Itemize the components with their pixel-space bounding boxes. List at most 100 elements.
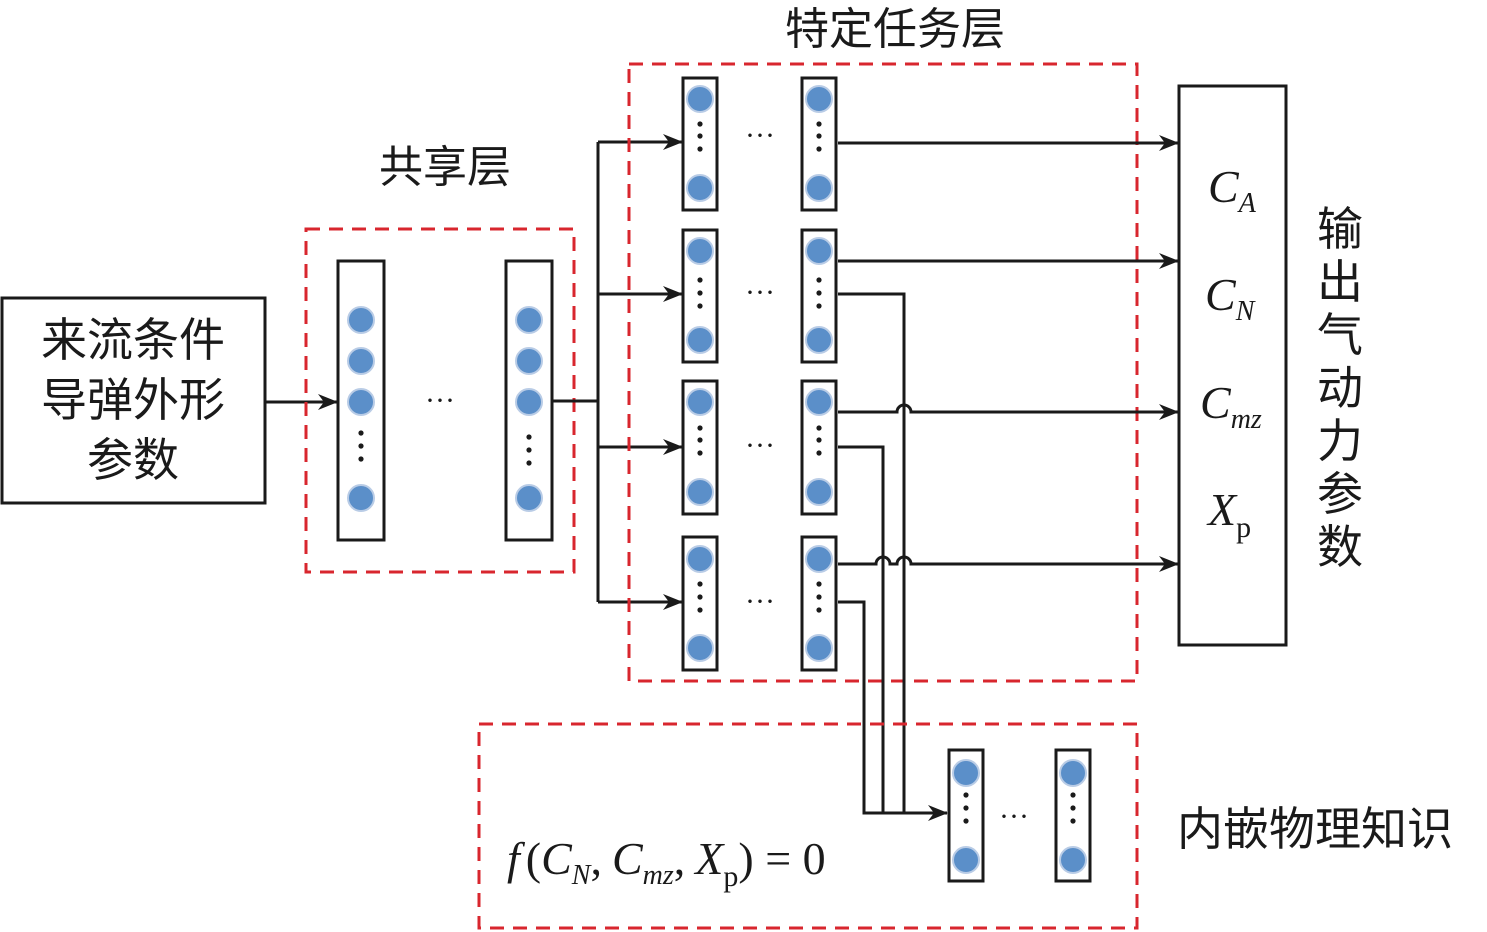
neuron-node <box>686 388 714 416</box>
neuron-node <box>347 347 375 375</box>
neuron-node <box>952 759 980 787</box>
physics-layer-border <box>477 722 1139 930</box>
neuron-column <box>947 748 985 883</box>
physics-feed-xp <box>838 600 948 821</box>
neuron-node <box>805 85 833 113</box>
output-cmz: Cmz <box>1200 377 1262 435</box>
task-ellipsis: ··· <box>745 276 775 309</box>
task-layer-title: 特定任务层 <box>785 4 1005 55</box>
input-box: 来流条件 导弹外形 参数 <box>0 296 267 505</box>
vertical-ellipsis-dot <box>963 792 969 798</box>
vertical-ellipsis-dot <box>358 456 364 462</box>
neuron-column <box>800 228 838 364</box>
neuron-column <box>800 379 838 516</box>
task-neuron-columns: ··· ··· ··· ··· <box>681 76 838 672</box>
output-connectors <box>838 135 1179 821</box>
vertical-ellipsis-dot <box>697 290 703 296</box>
physics-neuron-columns <box>947 748 1092 883</box>
vertical-ellipsis-dot <box>816 607 822 613</box>
vertical-ellipsis-dot <box>697 607 703 613</box>
neuron-node <box>805 388 833 416</box>
input-line-1: 来流条件 <box>41 313 225 367</box>
neuron-node <box>805 174 833 202</box>
task-layer-border <box>627 62 1139 683</box>
vertical-ellipsis-dot <box>697 594 703 600</box>
shared-layer: 共享层 ··· <box>304 142 576 574</box>
vertical-ellipsis-dot <box>816 581 822 587</box>
vertical-ellipsis-dot <box>816 146 822 152</box>
neuron-node <box>515 484 543 512</box>
neuron-node <box>805 478 833 506</box>
vertical-ellipsis-dot <box>697 581 703 587</box>
neuron-column <box>681 535 719 672</box>
neuron-node <box>686 174 714 202</box>
neuron-column <box>336 259 386 542</box>
vertical-ellipsis-dot <box>1070 805 1076 811</box>
neuron-node <box>805 326 833 354</box>
vertical-ellipsis-dot <box>358 430 364 436</box>
physics-layer-title: 内嵌物理知识 <box>1177 802 1453 856</box>
output-label-char: 出 <box>1317 255 1363 309</box>
neuron-node <box>686 478 714 506</box>
physics-equation: f(CN,Cmz,Xp) = 0 <box>507 833 826 893</box>
neuron-node <box>347 484 375 512</box>
vertical-ellipsis-dot <box>963 805 969 811</box>
output-cn: CN <box>1205 269 1256 327</box>
vertical-ellipsis-dot <box>697 303 703 309</box>
neuron-node <box>686 85 714 113</box>
neuron-node <box>686 237 714 265</box>
neuron-node <box>686 326 714 354</box>
output-label-char: 参 <box>1317 467 1363 521</box>
task-layer: 特定任务层 ··· ··· ··· ··· <box>627 4 1139 683</box>
output-xp: Xp <box>1206 484 1251 544</box>
vertical-ellipsis-dot <box>697 121 703 127</box>
output-label-char: 数 <box>1317 520 1363 574</box>
neuron-node <box>686 545 714 573</box>
neuron-column <box>1054 748 1092 883</box>
output-box: CA CN Cmz Xp <box>1177 84 1288 647</box>
vertical-ellipsis-dot <box>526 447 532 453</box>
input-line-3: 参数 <box>87 433 179 487</box>
vertical-ellipsis-dot <box>526 460 532 466</box>
task-ellipsis: ··· <box>745 429 775 462</box>
neuron-node <box>347 306 375 334</box>
vertical-ellipsis-dot <box>697 450 703 456</box>
output-arrow-cmz <box>838 403 1179 420</box>
neuron-node <box>952 846 980 874</box>
neuron-node <box>805 545 833 573</box>
neuron-column <box>800 535 838 672</box>
neuron-column <box>504 259 554 542</box>
output-label-char: 气 <box>1317 308 1363 362</box>
task-ellipsis: ··· <box>745 585 775 618</box>
vertical-ellipsis-dot <box>816 133 822 139</box>
vertical-ellipsis-dot <box>1070 792 1076 798</box>
neuron-node <box>515 347 543 375</box>
shared-ellipsis: ··· <box>425 384 455 417</box>
output-label-char: 输 <box>1317 202 1363 256</box>
physics-layer: ··· 内嵌物理知识 f(CN,Cmz,Xp) = 0 <box>477 722 1453 930</box>
task-ellipsis: ··· <box>745 119 775 152</box>
shared-neuron-column <box>504 259 554 542</box>
vertical-ellipsis-dot <box>816 121 822 127</box>
vertical-ellipsis-dot <box>816 277 822 283</box>
vertical-ellipsis-dot <box>816 290 822 296</box>
neuron-column <box>681 379 719 516</box>
shared-neuron-column <box>336 259 386 542</box>
neuron-node <box>347 388 375 416</box>
vertical-ellipsis-dot <box>526 434 532 440</box>
vertical-ellipsis-dot <box>1070 818 1076 824</box>
output-arrow-xp <box>838 555 1179 572</box>
vertical-ellipsis-dot <box>697 133 703 139</box>
output-label-char: 动 <box>1317 361 1363 415</box>
vertical-ellipsis-dot <box>963 818 969 824</box>
vertical-ellipsis-dot <box>697 425 703 431</box>
neuron-node <box>1059 759 1087 787</box>
neuron-column <box>800 76 838 212</box>
vertical-ellipsis-dot <box>816 303 822 309</box>
branch-connectors <box>552 134 683 610</box>
vertical-ellipsis-dot <box>358 443 364 449</box>
neuron-node <box>686 634 714 662</box>
neuron-node <box>515 306 543 334</box>
